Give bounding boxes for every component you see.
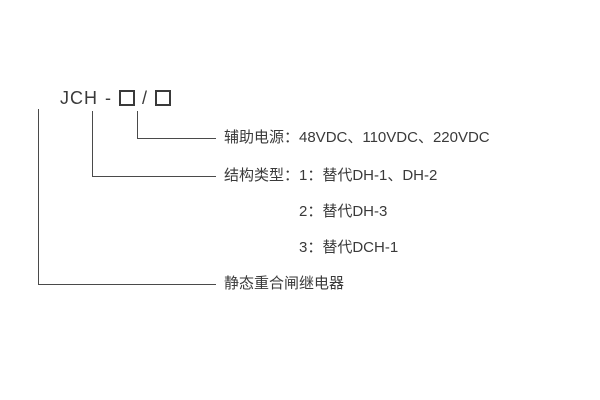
structure-type-label-line2: 2：替代DH-3 xyxy=(299,203,388,220)
connector-relay-name xyxy=(38,109,216,285)
connector-aux-power xyxy=(137,111,216,139)
model-slash: / xyxy=(142,88,149,108)
aux-power-box xyxy=(155,90,172,106)
model-prefix: JCH xyxy=(60,88,98,108)
model-designation: JCH - / xyxy=(60,88,172,108)
connector-structure-type xyxy=(92,111,216,177)
relay-name-label: 静态重合闸继电器 xyxy=(224,275,345,292)
aux-power-label: 辅助电源：48VDC、110VDC、220VDC xyxy=(224,129,490,146)
structure-type-box xyxy=(119,90,135,106)
structure-type-label-line3: 3：替代DCH-1 xyxy=(299,239,399,256)
structure-type-label-line1: 结构类型：1：替代DH-1、DH-2 xyxy=(224,167,438,184)
model-dash: - xyxy=(105,88,112,108)
